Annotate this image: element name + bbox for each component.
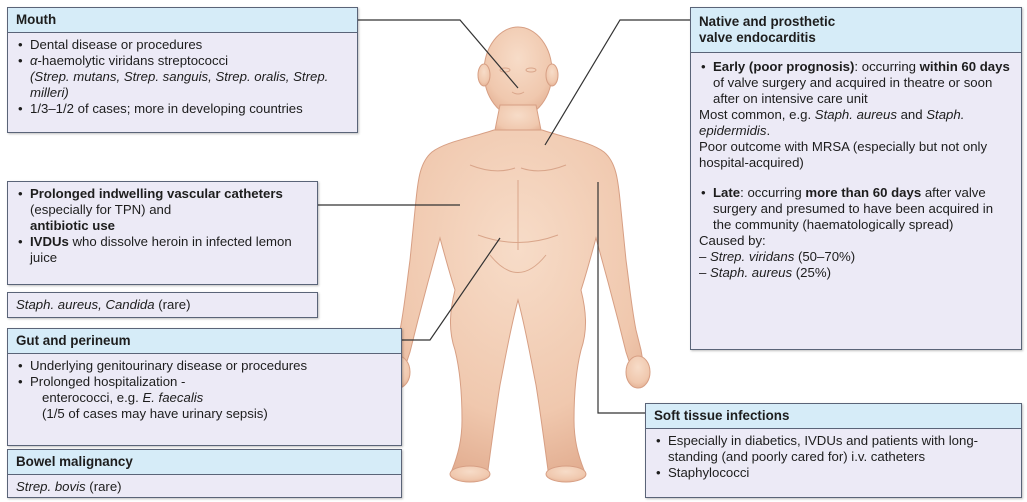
soft-tissue-box: Soft tissue infections Especially in dia… bbox=[645, 403, 1022, 498]
valve-connector bbox=[545, 20, 690, 145]
gut-box: Gut and perineum Underlying genitourinar… bbox=[7, 328, 402, 446]
valve-title: Native and prosthetic valve endocarditis bbox=[691, 8, 1021, 53]
catheter-box: Prolonged indwelling vascular catheters … bbox=[7, 181, 318, 285]
valve-cause-1: – Strep. viridans (50–70%) bbox=[699, 249, 1013, 265]
ivdu-item: IVDUs who dissolve heroin in infected le… bbox=[30, 234, 309, 266]
valve-outcome: Poor outcome with MRSA (especially but n… bbox=[699, 139, 1013, 171]
valve-early: Early (poor prognosis): occurring within… bbox=[713, 59, 1013, 107]
bowel-box: Bowel malignancy Strep. bovis (rare) bbox=[7, 449, 402, 498]
gut-item-hospitalization: Prolonged hospitalization - enterococci,… bbox=[30, 374, 393, 422]
catheter-item: Prolonged indwelling vascular catheters … bbox=[30, 186, 309, 234]
valve-box: Native and prosthetic valve endocarditis… bbox=[690, 7, 1022, 350]
gut-title: Gut and perineum bbox=[8, 329, 401, 354]
valve-cause-2: – Staph. aureus (25%) bbox=[699, 265, 1013, 281]
valve-common: Most common, e.g. Staph. aureus and Stap… bbox=[699, 107, 1013, 139]
mouth-item-dental: Dental disease or procedures bbox=[30, 37, 349, 53]
soft-tissue-title: Soft tissue infections bbox=[646, 404, 1021, 429]
mouth-item-cases: 1/3–1/2 of cases; more in developing cou… bbox=[30, 101, 349, 117]
mouth-title: Mouth bbox=[8, 8, 357, 33]
soft-tissue-item-diabetics: Especially in diabetics, IVDUs and patie… bbox=[668, 433, 1013, 465]
catheter-organisms: Staph. aureus, Candida (rare) bbox=[7, 292, 318, 318]
valve-late: Late: occurring more than 60 days after … bbox=[713, 185, 1013, 233]
mouth-species: (Strep. mutans, Strep. sanguis, Strep. o… bbox=[30, 69, 328, 100]
bowel-title: Bowel malignancy bbox=[8, 450, 401, 475]
body-silhouette bbox=[386, 27, 650, 482]
mouth-item-streptococci: α-haemolytic viridans streptococci (Stre… bbox=[30, 53, 349, 101]
valve-caused-by: Caused by: bbox=[699, 233, 1013, 249]
mouth-box: Mouth Dental disease or procedures α-hae… bbox=[7, 7, 358, 133]
bowel-organism: Strep. bovis (rare) bbox=[8, 475, 401, 499]
gut-item-genitourinary: Underlying genitourinary disease or proc… bbox=[30, 358, 393, 374]
soft-tissue-item-staph: Staphylococci bbox=[668, 465, 1013, 481]
